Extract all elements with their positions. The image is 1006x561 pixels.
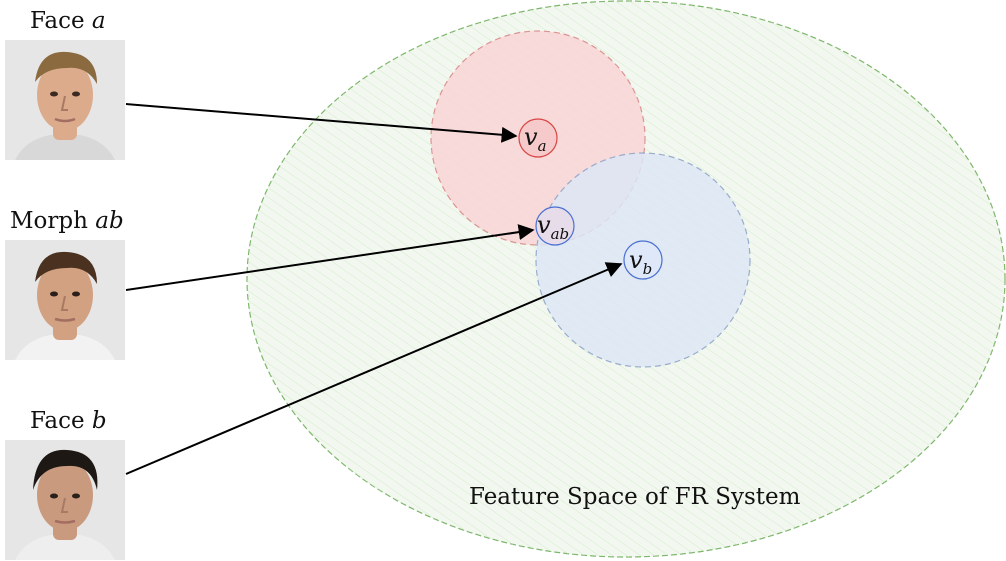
arrow-face-a xyxy=(125,103,518,143)
arrow-face-b xyxy=(125,262,623,475)
vector-vab: vab xyxy=(535,206,575,246)
vector-vb: vb xyxy=(623,240,663,280)
face-a-image xyxy=(5,40,125,160)
morph-ab-image xyxy=(5,240,125,360)
face-a-label: Face a xyxy=(30,8,106,34)
arrow-morph-ab xyxy=(125,224,535,291)
face-b-image xyxy=(5,440,125,560)
morph-ab-label: Morph ab xyxy=(10,208,124,234)
svg-text:vb: vb xyxy=(629,246,652,278)
svg-text:va: va xyxy=(524,123,547,155)
face-b-label: Face b xyxy=(30,408,107,434)
svg-text:vab: vab xyxy=(537,211,569,243)
vector-va: va xyxy=(518,118,558,158)
feature-space-label: Feature Space of FR System xyxy=(469,484,801,510)
